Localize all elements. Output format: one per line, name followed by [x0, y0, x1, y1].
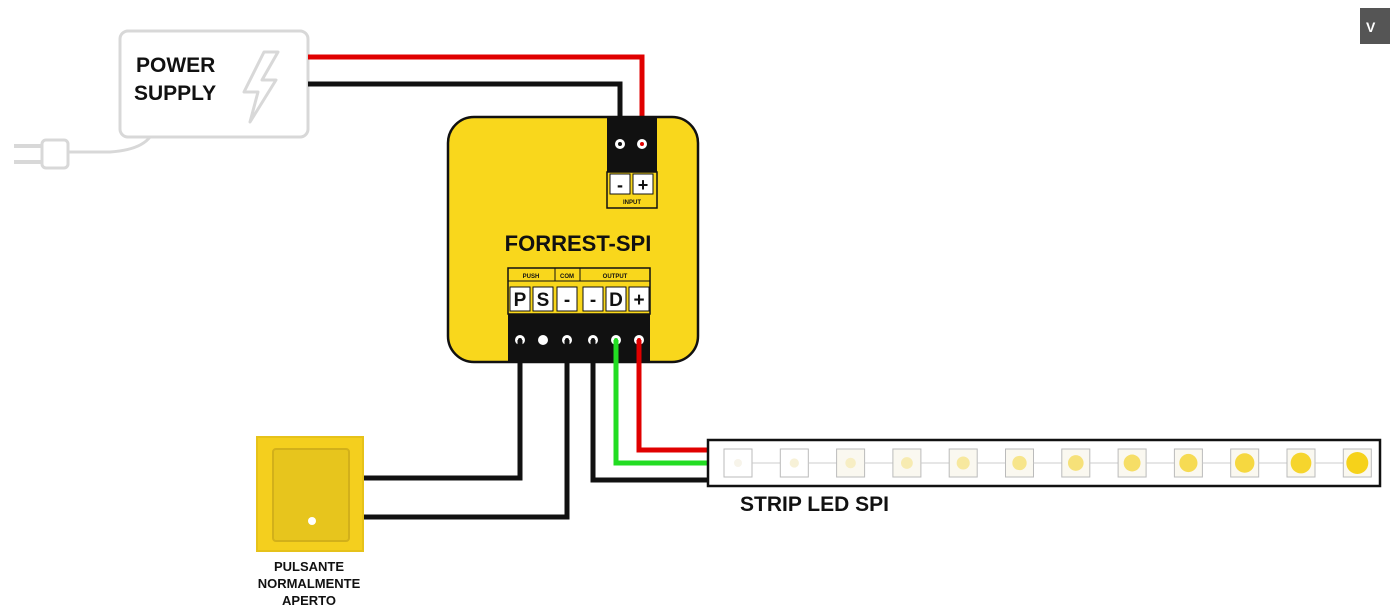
lightning-bolt-icon — [242, 50, 280, 124]
led-chip — [723, 448, 781, 478]
input-terminal-block: - + INPUT — [606, 117, 658, 209]
led-chip — [1230, 448, 1287, 478]
led-strip: STRIP LED SPI — [706, 438, 1382, 516]
led-chip — [1117, 448, 1175, 478]
power-supply: POWER SUPPLY — [14, 29, 310, 170]
terminal-output-plus: + — [633, 290, 644, 311]
controller-name: FORREST-SPI — [505, 231, 652, 256]
output-terminal-block: PUSH COM OUTPUT P S - - D + — [507, 267, 651, 362]
input-group-label: INPUT — [623, 200, 641, 206]
input-terminal-plus: + — [638, 175, 649, 195]
wire-com-button — [362, 340, 570, 520]
terminal-s: S — [537, 290, 550, 311]
led-chip — [1342, 448, 1372, 478]
wire-data-strip — [613, 340, 710, 466]
strip-label: STRIP LED SPI — [740, 493, 889, 516]
controller-forrest-spi: - + INPUT FORREST-SPI PUSH COM OUTPUT P … — [446, 115, 700, 364]
terminal-p: P — [514, 290, 527, 311]
button-label-line2: NORMALMENTE — [258, 576, 361, 591]
led-chip — [836, 448, 893, 478]
led-chip — [1061, 448, 1119, 478]
terminal-output-d: D — [609, 290, 623, 311]
terminal-com-minus: - — [564, 290, 570, 311]
power-supply-label-line2: SUPPLY — [134, 82, 216, 105]
led-chip — [779, 448, 837, 478]
led-chip — [1173, 448, 1231, 478]
push-button: PULSANTE NORMALMENTE APERTO — [256, 436, 364, 608]
group-label-com: COM — [560, 274, 574, 280]
power-supply-label-line1: POWER — [136, 54, 215, 77]
group-label-push: PUSH — [523, 274, 540, 280]
button-led-dot — [308, 517, 316, 525]
wire-negative-strip — [590, 340, 710, 483]
logo-icon: V — [1360, 8, 1390, 44]
led-chip — [892, 448, 950, 478]
button-label-line1: PULSANTE — [274, 559, 344, 574]
wire-positive-input — [308, 54, 645, 142]
svg-text:V: V — [1366, 19, 1376, 35]
wire-positive-strip — [636, 340, 710, 453]
led-chip — [1005, 448, 1062, 478]
button-label-line3: APERTO — [282, 593, 336, 608]
wire-push-button — [362, 340, 523, 481]
led-chip — [1286, 448, 1344, 478]
terminal-output-minus: - — [590, 290, 596, 311]
group-label-output: OUTPUT — [603, 274, 628, 280]
led-chip — [948, 448, 1006, 478]
power-plug-icon — [14, 138, 70, 170]
input-terminal-minus: - — [617, 175, 623, 195]
